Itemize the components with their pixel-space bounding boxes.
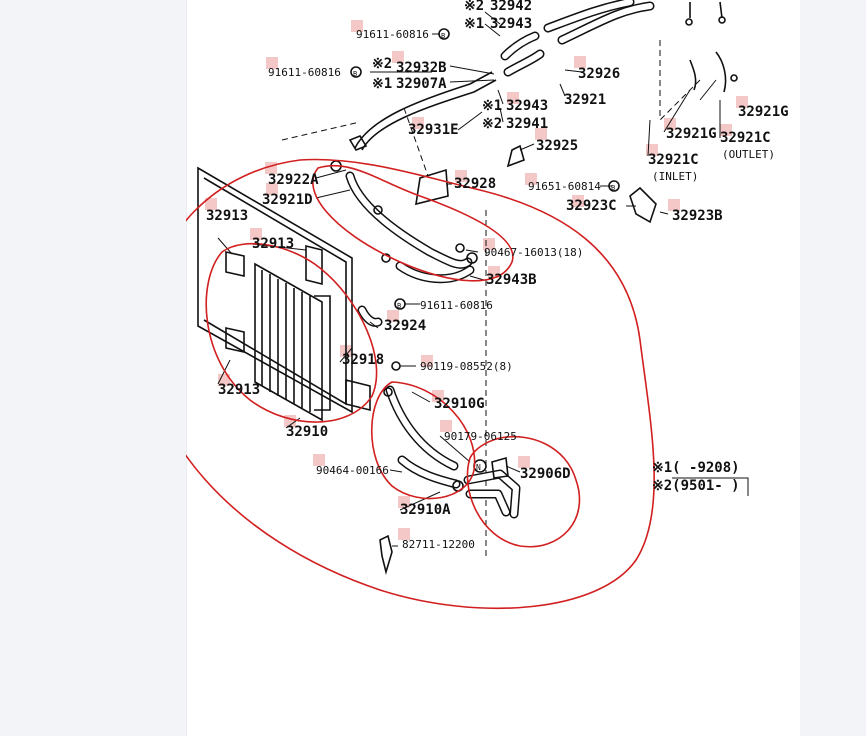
upper-pipes [348, 0, 727, 224]
label-90467-16013: 90467-16013(18) [484, 246, 583, 259]
label-32925: 32925 [536, 138, 578, 154]
label-outlet: (OUTLET) [722, 148, 775, 161]
label-32910: 32910 [286, 424, 328, 440]
label-32921g-a: 32921G [738, 104, 789, 120]
bolt-b-icon-3: B [611, 184, 615, 192]
label-32921c-b: 32921C [648, 152, 699, 168]
parts-diagram: B B B B N 91611-60816 91611-60816 ※2 329… [186, 0, 789, 736]
cooler-annotation-loop [205, 242, 378, 423]
label-32926: 32926 [578, 66, 620, 82]
label-inlet: (INLET) [652, 170, 698, 183]
red-annotation-loops [186, 158, 655, 609]
nut-n-icon: N [476, 463, 481, 472]
label-32921: 32921 [564, 92, 606, 108]
oil-cooler [197, 166, 371, 422]
label-32943-mid: 32943 [506, 98, 548, 114]
label-32924: 32924 [384, 318, 426, 334]
reference-markers [205, 20, 748, 540]
label-32943-top: 32943 [490, 16, 532, 32]
diagram-sheet: B B B B N 91611-60816 91611-60816 ※2 329… [186, 0, 800, 736]
star-1-a: ※1 [464, 16, 484, 32]
hose-annotation-loop [312, 164, 514, 282]
label-82711-12200: 82711-12200 [402, 538, 475, 551]
label-32913-a: 32913 [206, 208, 248, 224]
bolt-b-icon-1: B [441, 32, 445, 40]
label-91611-60816-mid: 91611-60816 [268, 66, 341, 79]
label-32928: 32928 [454, 176, 496, 192]
note-applicability-1: ※1( -9208) [652, 460, 740, 476]
star-2-b: ※2 [372, 56, 392, 72]
star-1-b: ※1 [372, 76, 392, 92]
bolt-b-icon-4: B [397, 302, 401, 310]
label-32921c-a: 32921C [720, 130, 771, 146]
label-91651-60814: 91651-60814 [528, 180, 601, 193]
label-91611-60816-top: 91611-60816 [356, 28, 429, 41]
label-32906d: 32906D [520, 466, 571, 482]
label-32923c: 32923C [566, 198, 617, 214]
label-90119-08552: 90119-08552(8) [420, 360, 513, 373]
note-applicability-2: ※2(9501- ) [652, 478, 740, 494]
label-90179-06125: 90179-06125 [444, 430, 517, 443]
outer-annotation-loop [186, 158, 655, 609]
note-bracket [672, 477, 749, 496]
leaders: B B B B N [217, 11, 738, 547]
label-32923b: 32923B [672, 208, 723, 224]
label-32921d: 32921D [262, 192, 313, 208]
label-32910a: 32910A [400, 502, 451, 518]
hoses [345, 171, 521, 576]
label-32907a: 32907A [396, 76, 447, 92]
label-90464-00166: 90464-00166 [316, 464, 389, 477]
label-91611-60816-low: 91611-60816 [420, 299, 493, 312]
label-32943b: 32943B [486, 272, 537, 288]
label-32922a: 32922A [268, 172, 319, 188]
label-32921g-b: 32921G [666, 126, 717, 142]
bolt-b-icon-2: B [353, 70, 357, 78]
star-1-c: ※1 [482, 98, 502, 114]
label-32932b: 32932B [396, 60, 447, 76]
label-32931e: 32931E [408, 122, 459, 138]
label-32910g: 32910G [434, 396, 485, 412]
fitting-annotation-loop [466, 435, 581, 548]
label-32941: 32941 [506, 116, 548, 132]
label-32913-c: 32913 [218, 382, 260, 398]
star-2-a: ※2 [464, 0, 484, 14]
lower-hose-annotation-loop [370, 381, 476, 500]
label-32942: 32942 [490, 0, 532, 14]
star-2-c: ※2 [482, 116, 502, 132]
guide-lines [281, 40, 701, 560]
label-32913-b: 32913 [252, 236, 294, 252]
label-32918: 32918 [342, 352, 384, 368]
part-labels: 91611-60816 91611-60816 ※2 32942 ※1 3294… [206, 0, 789, 551]
